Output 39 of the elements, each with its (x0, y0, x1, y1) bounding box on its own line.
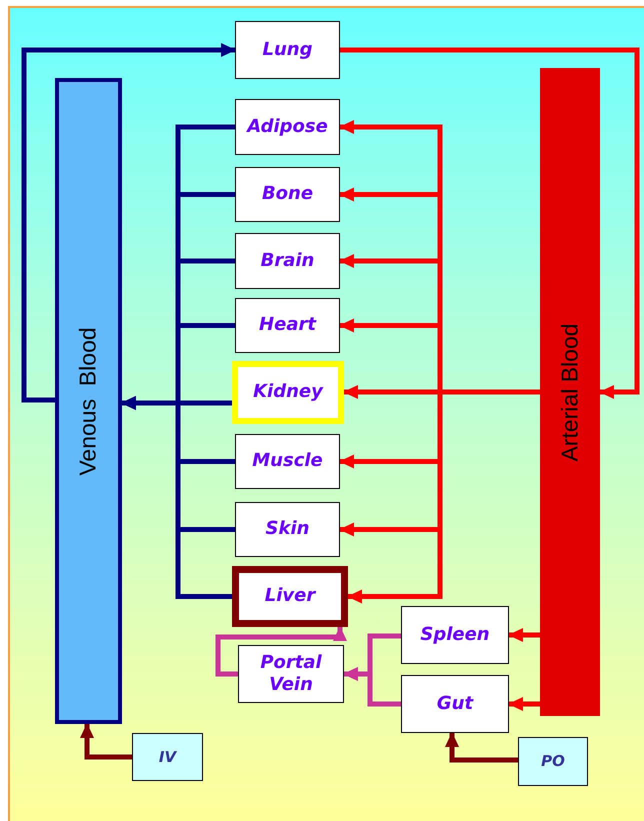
flow-arrow (445, 732, 518, 762)
organ-box (235, 502, 340, 557)
bar-label: Venous Blood (77, 326, 100, 476)
organ-box (235, 99, 340, 155)
organ-box (232, 361, 344, 424)
dosing-route-box (132, 733, 203, 781)
bar-label: Arterial Blood (558, 322, 582, 462)
dosing-route-box (518, 737, 588, 786)
organ-label: Brain (260, 250, 314, 272)
flow-arrow (508, 628, 540, 642)
organ-box (401, 675, 509, 733)
organ-label: Portal Vein (259, 652, 323, 696)
organ-box (235, 298, 340, 353)
organ-box (235, 21, 340, 79)
organ-box (235, 233, 340, 289)
organ-label: Kidney (253, 381, 323, 404)
organ-label: Skin (266, 518, 310, 541)
organ-label: Lung (262, 38, 312, 62)
organ-box (238, 645, 344, 703)
organ-label: Spleen (420, 624, 490, 646)
organ-box (401, 606, 509, 664)
organ-box (235, 167, 340, 222)
flow-arrow (216, 626, 347, 676)
flow-arrow (340, 48, 640, 399)
organ-label: Bone (262, 183, 314, 206)
route-label: PO (541, 752, 565, 771)
blood-pool-bar (540, 68, 600, 716)
route-label: IV (158, 748, 176, 766)
flow-arrow (80, 723, 132, 760)
organ-label: Muscle (252, 450, 323, 473)
flow-arrow (508, 697, 540, 711)
blood-pool-bar (55, 78, 122, 724)
organ-label: Adipose (247, 116, 328, 138)
organ-label: Heart (259, 314, 316, 337)
organ-label: Liver (264, 585, 316, 608)
organ-box (235, 434, 340, 489)
organ-label: Gut (436, 692, 474, 716)
organ-box (232, 566, 348, 627)
flow-arrow (22, 43, 236, 402)
